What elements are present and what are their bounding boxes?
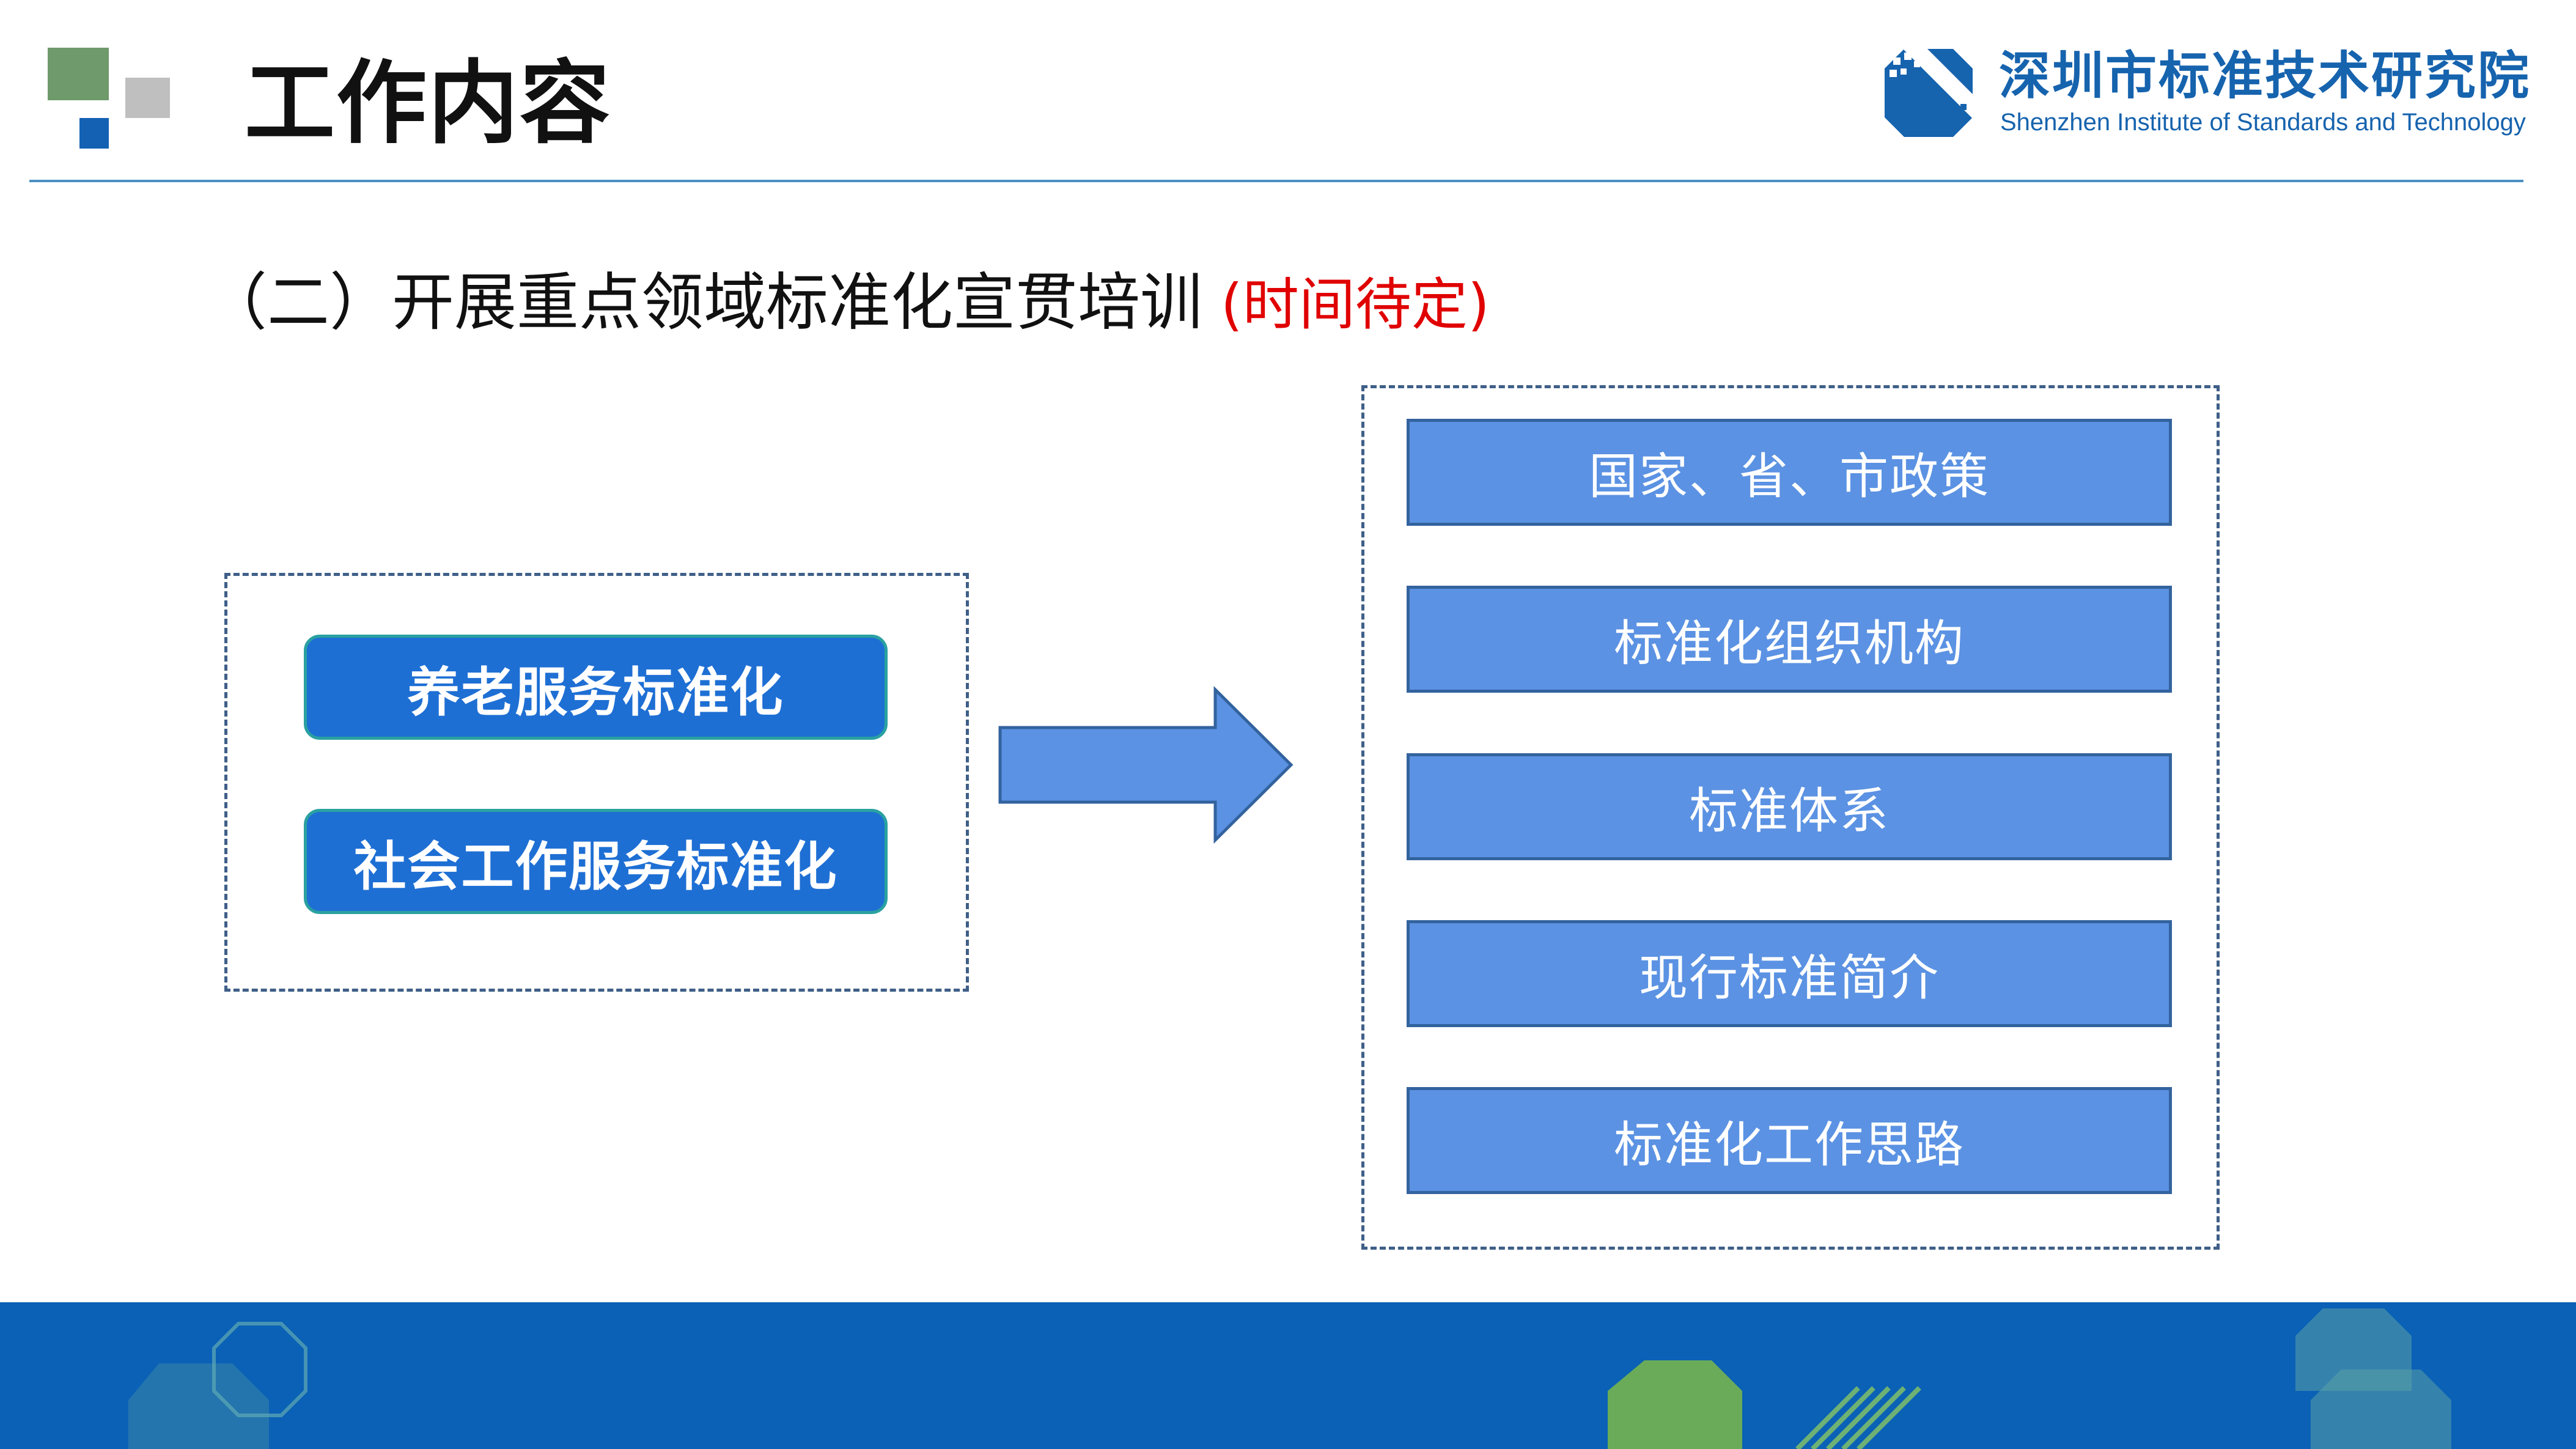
institute-logo-icon [1885, 49, 1973, 137]
page-title: 工作内容 [245, 51, 611, 156]
item-current-standards: 现行标准简介 [1407, 920, 2172, 1027]
section-time-note: (时间待定) [1221, 272, 1490, 337]
decor-square-blue [79, 118, 109, 149]
item-standard-system: 标准体系 [1407, 753, 2172, 860]
institute-name-cn: 深圳市标准技术研究院 [1999, 46, 2531, 106]
source-topics-group: 养老服务标准化 社会工作服务标准化 [224, 573, 969, 992]
header-divider [29, 180, 2523, 182]
institute-name-en: Shenzhen Institute of Standards and Tech… [2000, 109, 2526, 136]
item-work-approach: 标准化工作思路 [1407, 1087, 2172, 1194]
section-heading: （二）开展重点领域标准化宣贯培训 (时间待定) [205, 267, 1490, 339]
footer-decoration [128, 1308, 2451, 1449]
footer-band [0, 1302, 2576, 1449]
item-policies: 国家、省、市政策 [1407, 419, 2172, 526]
decor-square-green [48, 48, 109, 100]
decor-square-gray [125, 78, 170, 118]
topic-elderly-care-standardization: 养老服务标准化 [304, 635, 888, 740]
right-arrow-icon [998, 685, 1294, 844]
training-items-group: 国家、省、市政策 标准化组织机构 标准体系 现行标准简介 标准化工作思路 [1361, 385, 2220, 1250]
topic-social-work-standardization: 社会工作服务标准化 [304, 809, 888, 914]
section-heading-text: （二）开展重点领域标准化宣贯培训 [205, 267, 1202, 339]
item-organizations: 标准化组织机构 [1407, 586, 2172, 693]
